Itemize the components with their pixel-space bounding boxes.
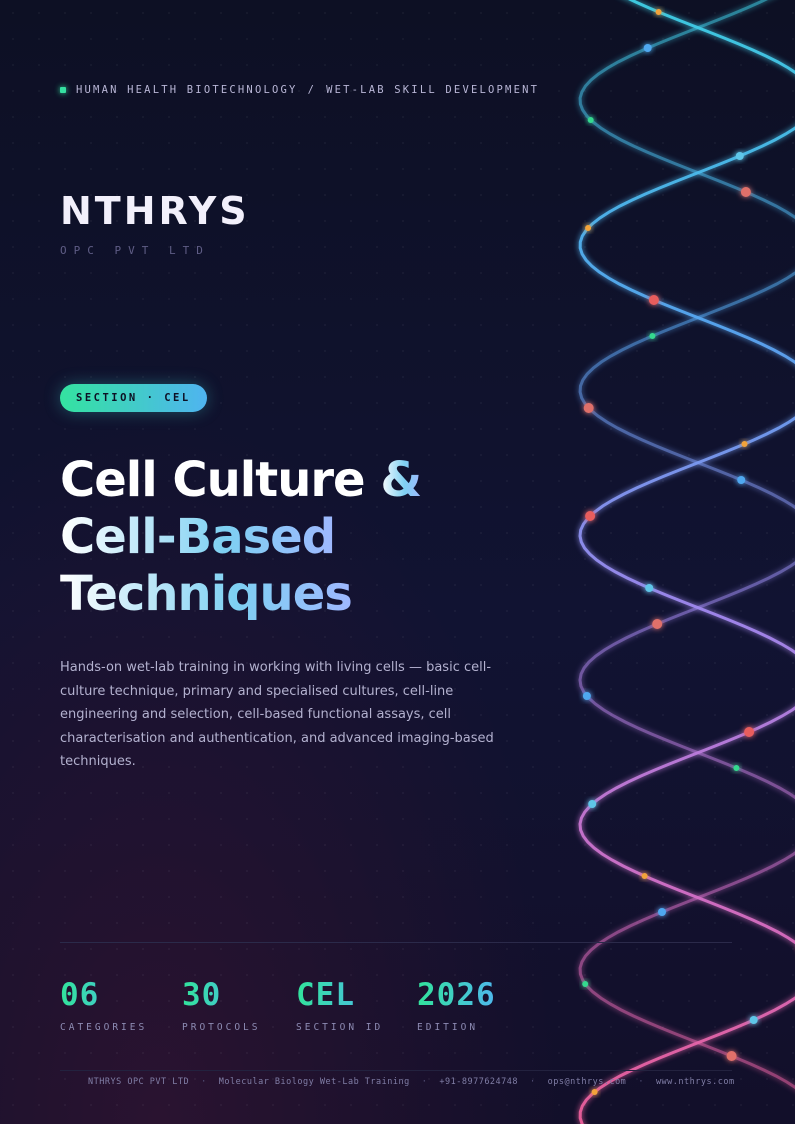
footer-separator: · bbox=[638, 1077, 644, 1087]
helix-node bbox=[643, 44, 652, 52]
stat-protocols: 30 PROTOCOLS bbox=[182, 978, 260, 1033]
footer-website[interactable]: www.nthrys.com bbox=[655, 1077, 735, 1087]
helix-node bbox=[655, 9, 662, 15]
footer-divider bbox=[60, 1070, 732, 1071]
title-line-1-text: Cell Culture bbox=[60, 452, 366, 508]
stat-edition: 2026 EDITION bbox=[417, 978, 496, 1033]
stat-value: 30 bbox=[182, 978, 260, 1012]
helix-node bbox=[649, 333, 656, 339]
helix-node bbox=[582, 692, 591, 700]
helix-node bbox=[737, 476, 746, 484]
section-description: Hands-on wet-lab training in working wit… bbox=[60, 660, 494, 769]
breadcrumb-subcategory: WET-LAB SKILL DEVELOPMENT bbox=[326, 84, 540, 96]
helix-node bbox=[740, 187, 751, 197]
footer-phone[interactable]: +91-8977624748 bbox=[439, 1077, 519, 1087]
helix-node bbox=[726, 1051, 737, 1061]
helix-node bbox=[645, 584, 654, 592]
title-line-1: Cell Culture & bbox=[60, 452, 422, 508]
stat-label: PROTOCOLS bbox=[182, 1022, 261, 1033]
helix-node bbox=[588, 800, 597, 808]
helix-node bbox=[648, 295, 659, 305]
footer-separator: · bbox=[201, 1077, 207, 1087]
helix-strand bbox=[578, 0, 795, 1124]
brand-logo: NTHRYS OPC PVT LTD bbox=[60, 192, 250, 257]
divider bbox=[60, 942, 732, 943]
stat-value: CEL bbox=[296, 978, 383, 1012]
footer-separator: · bbox=[530, 1077, 536, 1087]
footer-separator: · bbox=[421, 1077, 428, 1087]
helix-node bbox=[652, 619, 663, 629]
stat-value: 06 bbox=[60, 978, 147, 1012]
stat-label: SECTION ID bbox=[296, 1022, 384, 1033]
footer: NTHRYS OPC PVT LTD · Molecular Biology W… bbox=[88, 1077, 735, 1087]
helix-node bbox=[733, 765, 740, 771]
dna-helix-illustration bbox=[578, 0, 795, 1124]
stat-section-id: CEL SECTION ID bbox=[296, 978, 383, 1033]
stat-label: CATEGORIES bbox=[60, 1022, 148, 1033]
helix-node bbox=[735, 152, 744, 160]
stat-categories: 06 CATEGORIES bbox=[60, 978, 147, 1033]
bullet-square-icon bbox=[60, 87, 66, 93]
helix-node bbox=[587, 117, 594, 123]
brand-subtitle: OPC PVT LTD bbox=[60, 244, 210, 257]
page-title: Cell Culture & Cell-Based Techniques bbox=[60, 452, 560, 623]
title-line-2: Cell-Based bbox=[60, 509, 336, 565]
helix-strand bbox=[578, 0, 795, 1090]
footer-company: NTHRYS OPC PVT LTD bbox=[88, 1077, 190, 1087]
helix-node bbox=[741, 441, 748, 447]
footer-email[interactable]: ops@nthrys.com bbox=[547, 1077, 627, 1087]
helix-node bbox=[658, 908, 666, 916]
breadcrumb-separator: / bbox=[307, 84, 317, 96]
helix-node bbox=[583, 403, 594, 413]
helix-node bbox=[585, 225, 592, 231]
helix-node bbox=[591, 1089, 598, 1095]
title-line-3: Techniques bbox=[60, 566, 353, 622]
helix-node bbox=[749, 1016, 758, 1024]
helix-node bbox=[585, 511, 596, 521]
stat-value: 2026 bbox=[417, 977, 496, 1013]
breadcrumb: HUMAN HEALTH BIOTECHNOLOGY / WET-LAB SKI… bbox=[60, 84, 539, 96]
stat-label: EDITION bbox=[417, 1022, 479, 1033]
helix-node bbox=[744, 727, 755, 737]
helix-node bbox=[582, 981, 589, 987]
title-ampersand: & bbox=[380, 452, 422, 508]
footer-program: Molecular Biology Wet-Lab Training bbox=[218, 1077, 410, 1087]
breadcrumb-category: HUMAN HEALTH BIOTECHNOLOGY bbox=[76, 84, 298, 96]
brand-name: NTHRYS bbox=[60, 189, 250, 233]
section-badge: SECTION · CEL bbox=[60, 384, 207, 412]
helix-node bbox=[641, 873, 648, 879]
